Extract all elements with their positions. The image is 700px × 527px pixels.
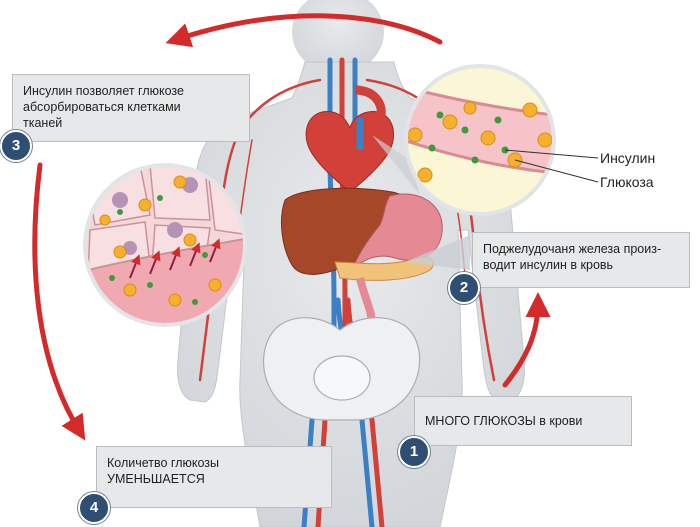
cell-insulin-dots xyxy=(109,195,208,305)
vessel-zoom xyxy=(404,64,556,216)
step-4-text-line2: УМЕНЬШАЕТСЯ xyxy=(107,472,205,486)
insulin-label: Инсулин xyxy=(600,150,656,166)
glucose-leader-line xyxy=(514,159,599,183)
step-3-text-line2: абсорбироваться клетками xyxy=(23,100,181,114)
arrow-right xyxy=(502,292,551,388)
cell-uptake-arrows xyxy=(129,238,221,279)
step-4-badge: 4 xyxy=(78,492,110,524)
step-3-callout: Инсулин позволяет глюкозе абсорбироватьс… xyxy=(12,74,250,142)
cycle-arrows xyxy=(32,13,551,441)
step-1-text: МНОГО ГЛЮКОЗЫ в крови xyxy=(425,414,583,428)
vessel-insulin-dots xyxy=(428,111,509,164)
step-1-badge: 1 xyxy=(398,436,430,468)
step-2-text-line1: Поджелудочаня железа произ- xyxy=(483,242,662,256)
glucose-label: Глюкоза xyxy=(600,174,654,190)
step-2-badge: 2 xyxy=(448,272,480,304)
step-2-text-line2: водит инсулин в кровь xyxy=(483,258,614,272)
step-4-text-line1: Количетво глюкозы xyxy=(107,456,220,470)
arrow-left xyxy=(32,162,86,441)
step-3-text-line3: тканей xyxy=(23,116,63,130)
step-3-text-line1: Инсулин позволяет глюкозе xyxy=(23,84,184,98)
step-1-callout: МНОГО ГЛЮКОЗЫ в крови xyxy=(414,396,632,446)
pancreas-callout-pointer xyxy=(405,235,470,270)
vessel-glucose-dots xyxy=(408,101,552,183)
heart xyxy=(305,85,395,193)
vessel-zoom-pointer xyxy=(372,135,420,195)
insulin-leader-line xyxy=(504,149,599,159)
step-4-callout: Количетво глюкозы УМЕНЬШАЕТСЯ xyxy=(96,446,332,508)
step-2-callout: Поджелудочаня железа произ- водит инсули… xyxy=(472,232,690,288)
step-3-badge: 3 xyxy=(0,130,32,162)
arrow-top xyxy=(165,13,443,48)
cell-nuclei xyxy=(112,177,198,255)
pelvis xyxy=(263,317,421,421)
cell-glucose-dots xyxy=(99,175,222,307)
